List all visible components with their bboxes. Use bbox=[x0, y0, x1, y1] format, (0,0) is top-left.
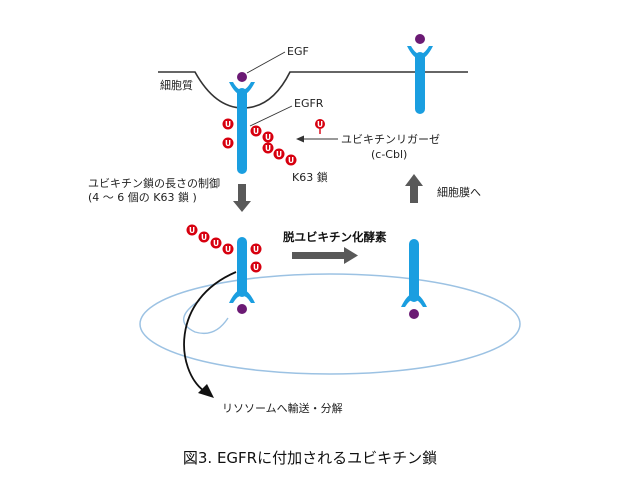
ubiquitin: U bbox=[222, 243, 234, 255]
svg-text:U: U bbox=[253, 263, 259, 272]
membrane-label: 細胞質 bbox=[160, 78, 193, 92]
ubiquitin-chain-endosome: U U U U U U bbox=[186, 224, 262, 273]
egfr-stalk bbox=[415, 52, 425, 114]
svg-text:U: U bbox=[265, 133, 271, 142]
svg-text:U: U bbox=[189, 226, 195, 235]
svg-text:U: U bbox=[225, 245, 231, 254]
ligase-arrow bbox=[296, 135, 338, 143]
egfr-stalk bbox=[237, 88, 247, 174]
deubiquitination-arrow bbox=[292, 247, 358, 264]
ubiquitin: U bbox=[250, 243, 262, 255]
svg-text:U: U bbox=[253, 245, 259, 254]
ubiquitin-chain-k63: U U U U U U U bbox=[222, 118, 297, 166]
free-ubiquitin: U bbox=[315, 119, 325, 134]
egf-ligand bbox=[409, 309, 419, 319]
ubiquitin: U bbox=[250, 125, 262, 137]
egf-ligand bbox=[237, 304, 247, 314]
ubiquitin: U bbox=[186, 224, 198, 236]
ubiquitin: U bbox=[198, 231, 210, 243]
k63-label: K63 鎖 bbox=[292, 170, 328, 184]
ligase-subtitle: (c-Cbl) bbox=[371, 148, 407, 161]
chain-control-label: ユビキチン鎖の長さの制御 bbox=[88, 176, 220, 190]
svg-text:U: U bbox=[276, 150, 282, 159]
egfr-cup bbox=[229, 289, 255, 303]
egfr-label: EGFR bbox=[294, 97, 324, 110]
ligase-label: ユビキチンリガーゼ bbox=[341, 133, 440, 146]
svg-text:U: U bbox=[317, 120, 323, 129]
ubiquitin: U bbox=[222, 118, 234, 130]
ubiquitin: U bbox=[210, 237, 222, 249]
figure-caption: 図3. EGFRに付加されるユビキチン鎖 bbox=[183, 449, 437, 467]
lysosome-arrow bbox=[183, 271, 237, 398]
endosome bbox=[139, 273, 521, 375]
svg-text:U: U bbox=[288, 156, 294, 165]
egfr-stalk bbox=[409, 239, 419, 302]
svg-text:U: U bbox=[225, 139, 231, 148]
ubiquitin: U bbox=[285, 154, 297, 166]
svg-text:U: U bbox=[253, 127, 259, 136]
egfr-cup bbox=[407, 46, 433, 59]
egfr-pointer-line bbox=[249, 105, 293, 127]
ubiquitin: U bbox=[222, 137, 234, 149]
svg-text:U: U bbox=[201, 233, 207, 242]
egfr-stalk bbox=[237, 237, 247, 297]
internalization-arrow bbox=[233, 184, 251, 212]
endosome-inner-membrane bbox=[183, 299, 229, 335]
recycling-arrow bbox=[405, 174, 423, 203]
ubiquitin: U bbox=[250, 261, 262, 273]
egfr-cup bbox=[229, 82, 255, 95]
svg-text:U: U bbox=[265, 144, 271, 153]
egfr-receptor-membrane bbox=[229, 72, 255, 174]
lysosome-label: リソソームへ輸送・分解 bbox=[222, 401, 343, 415]
egf-pointer-line bbox=[246, 51, 286, 74]
egf-ligand bbox=[237, 72, 247, 82]
chain-count-label: (4 ～ 6 個の K63 鎖 ) bbox=[88, 190, 197, 204]
egfr-receptor-endosome bbox=[229, 237, 255, 314]
egfr-receptor-recycled bbox=[407, 34, 433, 114]
ubiquitin: U bbox=[273, 148, 285, 160]
svg-text:U: U bbox=[213, 239, 219, 248]
ubiquitin: U bbox=[262, 142, 274, 154]
svg-text:U: U bbox=[225, 120, 231, 129]
egfr-cup bbox=[401, 293, 427, 307]
egf-label: EGF bbox=[287, 45, 309, 58]
egfr-receptor-deubiquitinated bbox=[401, 239, 427, 319]
dub-label: 脱ユビキチン化酵素 bbox=[283, 230, 387, 244]
egf-ligand bbox=[415, 34, 425, 44]
ubiquitin: U bbox=[262, 131, 274, 143]
recycle-label: 細胞膜へ bbox=[437, 186, 481, 199]
